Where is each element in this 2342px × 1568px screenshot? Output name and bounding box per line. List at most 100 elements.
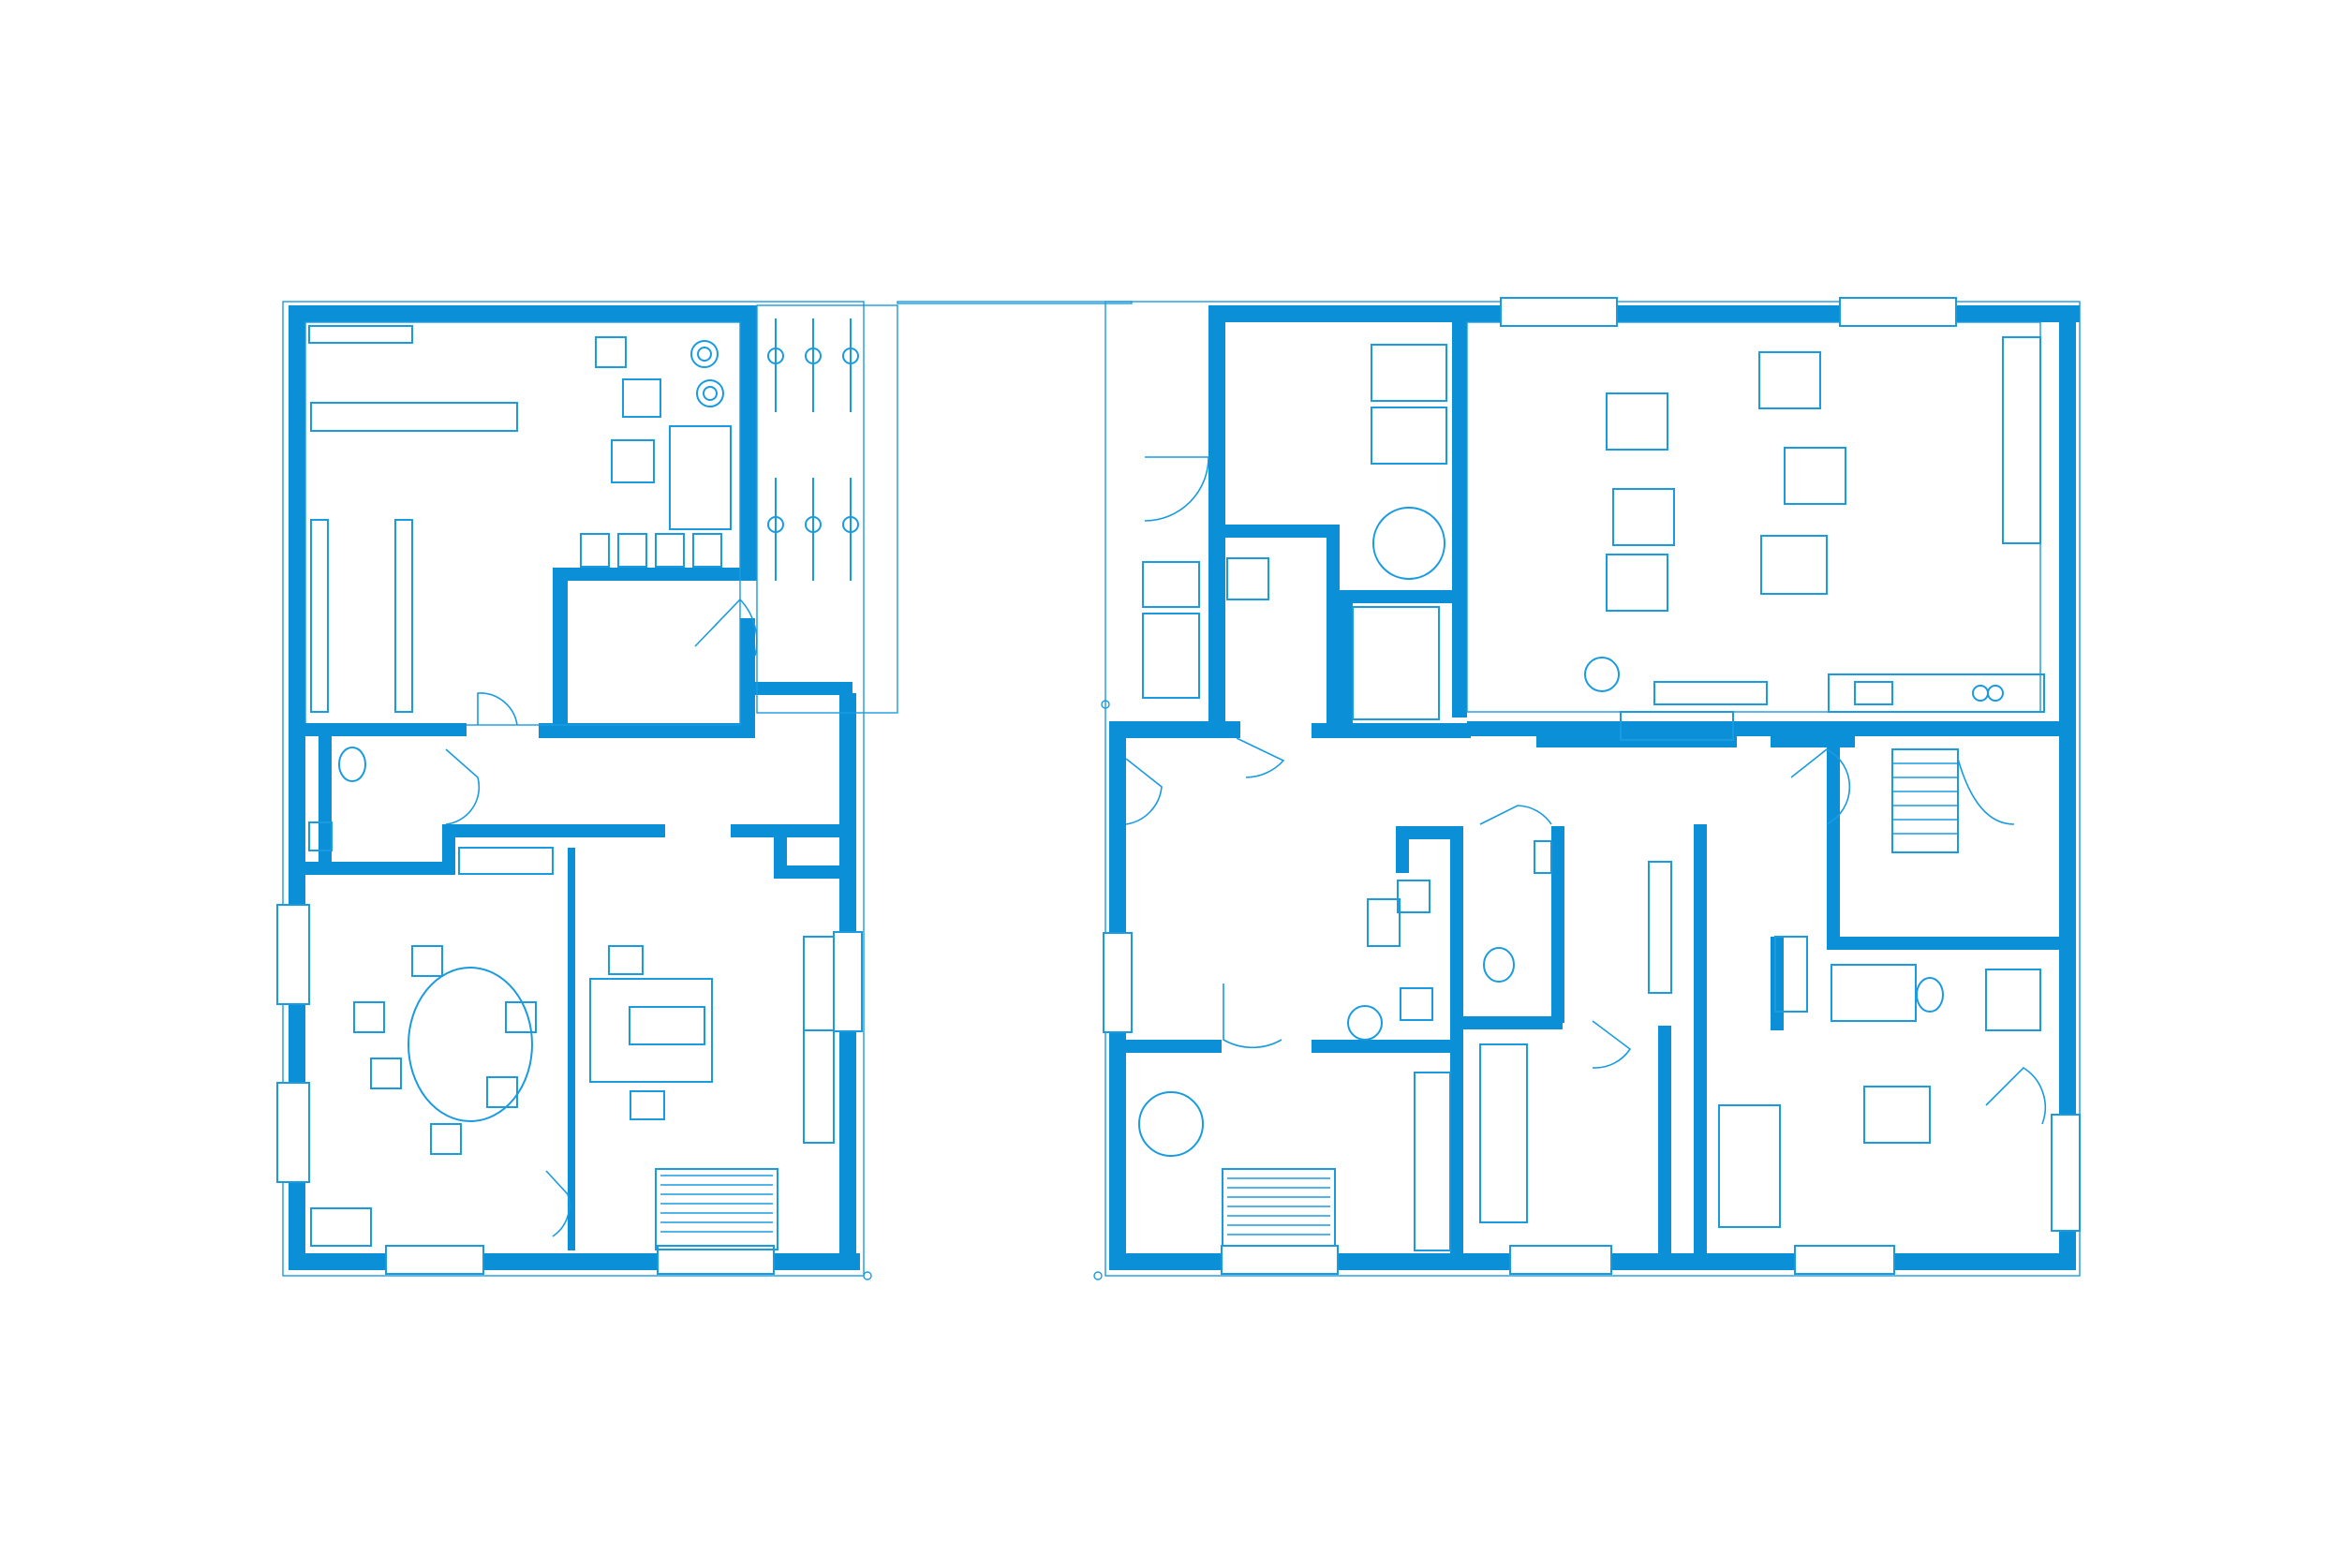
shaft-wall-b bbox=[774, 865, 849, 879]
seat-1 bbox=[580, 533, 610, 568]
stair-west-wall bbox=[1827, 734, 1840, 937]
wc-toilet-icon bbox=[338, 747, 366, 782]
storage-east-wall bbox=[740, 618, 755, 738]
window-west bbox=[1103, 932, 1133, 1033]
hob-icon bbox=[1987, 685, 2004, 702]
window-north-2 bbox=[1839, 297, 1957, 327]
window-meeting-1 bbox=[276, 904, 310, 1005]
hall-door bbox=[1236, 737, 1285, 778]
window-north-1 bbox=[1500, 297, 1618, 327]
corner-wall bbox=[740, 682, 852, 695]
shelf bbox=[1648, 861, 1672, 994]
bike-wheel bbox=[842, 516, 859, 533]
small-room-north-wall bbox=[1312, 1040, 1463, 1053]
laundry-west-wall bbox=[1208, 305, 1225, 736]
palm-plant-icon bbox=[1138, 1091, 1204, 1157]
workshop-door bbox=[477, 692, 518, 726]
window-south-1 bbox=[385, 1245, 484, 1275]
seat-3 bbox=[655, 533, 685, 568]
platform-hatching bbox=[660, 1175, 773, 1233]
connecting-line bbox=[897, 301, 1133, 304]
sideboard bbox=[458, 847, 554, 875]
chair bbox=[1397, 880, 1430, 913]
bed bbox=[1718, 1104, 1781, 1228]
bike-wheel bbox=[767, 516, 784, 533]
bedroom-west-wall bbox=[1694, 824, 1707, 1253]
left-outline bbox=[282, 301, 865, 1277]
plant-icon bbox=[1347, 1005, 1383, 1041]
table bbox=[1758, 351, 1821, 409]
cupboard bbox=[1414, 1072, 1451, 1251]
stair-lift-platform bbox=[655, 1168, 778, 1250]
workbench-1 bbox=[310, 402, 518, 432]
corridor-wall-b bbox=[1771, 734, 1855, 747]
chair bbox=[370, 1058, 402, 1089]
stair-arrow bbox=[1957, 758, 2015, 825]
stair-flight bbox=[1891, 748, 1959, 853]
survey-point bbox=[1101, 700, 1110, 709]
stair-door bbox=[1790, 748, 1851, 825]
shower-east-wall bbox=[1327, 525, 1340, 731]
workbench-2 bbox=[394, 519, 413, 713]
bath-door bbox=[1985, 1066, 2047, 1125]
right-building bbox=[1093, 297, 2081, 1280]
chair-a bbox=[611, 439, 655, 483]
hob-icon bbox=[1972, 685, 1989, 702]
bike-rack bbox=[756, 304, 898, 714]
corridor-south-wall-b bbox=[450, 824, 665, 837]
wc-west-wall bbox=[1450, 826, 1463, 1032]
table bbox=[1760, 535, 1828, 595]
shower-north-wall bbox=[1208, 525, 1340, 538]
cable-reel-2-core bbox=[703, 386, 718, 401]
shelf bbox=[803, 936, 835, 1031]
plant-icon bbox=[1584, 657, 1620, 692]
wc-door bbox=[445, 748, 481, 825]
chair bbox=[630, 1090, 665, 1120]
washing-machine bbox=[1371, 344, 1447, 402]
office-room bbox=[545, 936, 835, 1250]
cabinet bbox=[310, 1207, 372, 1247]
table bbox=[1606, 554, 1668, 612]
bike-rack-area bbox=[756, 304, 898, 714]
plant-room-door bbox=[1223, 984, 1282, 1049]
bike-wheel bbox=[805, 348, 822, 364]
meeting-table bbox=[408, 967, 533, 1122]
wall-shelf bbox=[310, 519, 329, 713]
shaft-wall bbox=[774, 824, 787, 877]
lift-west-wall bbox=[1340, 590, 1353, 731]
survey-point bbox=[1093, 1271, 1103, 1280]
workshop-furniture bbox=[308, 325, 732, 713]
table bbox=[1606, 392, 1668, 451]
desk bbox=[669, 425, 732, 530]
cafeteria-south-wall bbox=[1467, 721, 2076, 736]
bath-corridor-door bbox=[1592, 1020, 1632, 1069]
shower bbox=[1985, 969, 2041, 1031]
wc-basin bbox=[1534, 840, 1552, 874]
tub bbox=[1142, 613, 1200, 699]
window-south-5 bbox=[1794, 1245, 1895, 1275]
table bbox=[1612, 488, 1675, 546]
wc-stub-wall bbox=[1396, 826, 1409, 873]
cabinet bbox=[1774, 936, 1808, 1013]
chair bbox=[353, 1001, 385, 1033]
bike-wheel bbox=[805, 516, 822, 533]
office-door bbox=[545, 1170, 571, 1237]
shelf bbox=[308, 325, 413, 344]
window-south-3 bbox=[1221, 1245, 1339, 1275]
desk bbox=[1863, 1086, 1931, 1144]
left-building bbox=[276, 301, 898, 1280]
chair-b bbox=[622, 378, 661, 418]
bath-west-wall bbox=[1450, 1053, 1463, 1253]
stair-south-wall bbox=[1827, 937, 2076, 950]
window-meeting-2 bbox=[276, 1082, 310, 1183]
entrance-north-wall bbox=[1109, 721, 1240, 738]
bath-east-wall bbox=[1658, 1026, 1671, 1253]
wc-north-wall bbox=[1396, 826, 1461, 839]
storage-south-wall bbox=[539, 723, 754, 738]
lift-north-wall bbox=[1340, 590, 1452, 603]
stair-treads bbox=[1892, 762, 1958, 835]
kitchen-sink-icon bbox=[1854, 681, 1893, 705]
sink bbox=[1142, 561, 1200, 608]
lift-south-wall bbox=[1312, 723, 1471, 738]
